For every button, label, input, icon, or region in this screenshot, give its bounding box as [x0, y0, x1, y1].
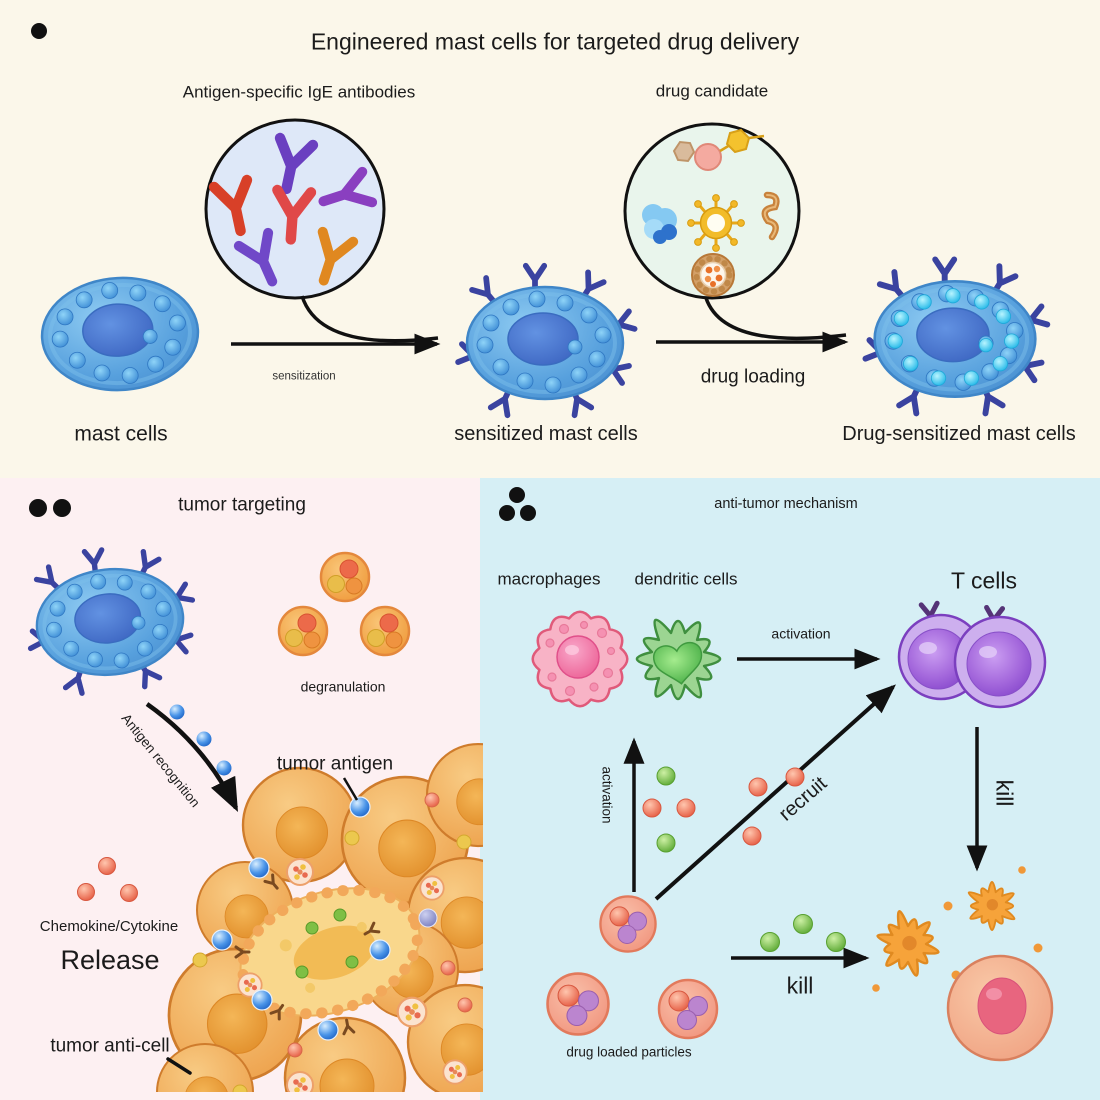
drug-candidate-icons: [642, 128, 780, 297]
macrophage-cell: [531, 610, 629, 708]
sensitized-mast-cell: [458, 266, 635, 415]
chemokine-dots: [77, 857, 138, 902]
tumor-targeting-title: tumor targeting: [178, 494, 306, 516]
ige-antibody-circle: [204, 118, 439, 343]
drug-circle-connector: [704, 297, 847, 341]
mast-cells-label: mast cells: [74, 422, 168, 446]
mediator-dots-kill: [760, 914, 846, 952]
protein-icon: [642, 204, 677, 244]
dendritic-cells-label: dendritic cells: [634, 569, 738, 589]
panel3-marker-dots: [499, 487, 536, 521]
tumor-surface-antigens: [211, 796, 438, 1041]
mediator-dots-left: [642, 766, 696, 853]
figure-title: Engineered mast cells for targeted drug …: [310, 28, 800, 55]
kill-vertical-label: kill: [991, 779, 1018, 807]
peptide-icon: [761, 191, 780, 241]
antigen-dots: [169, 704, 232, 776]
drug-sensitized-mast-cells-label: Drug-sensitized mast cells: [842, 423, 1076, 445]
mediator-dots-recruit: [742, 767, 805, 846]
panel1-marker-dot: [31, 23, 47, 39]
ige-circle-connector: [300, 295, 439, 343]
activation-label: activation: [771, 625, 831, 642]
t-cells-label: T cells: [950, 567, 1018, 594]
recruit-arrow: [654, 684, 896, 901]
t-cell-2: [953, 615, 1047, 709]
nanoparticle-icon: [691, 253, 735, 297]
kill-horizontal-label: kill: [786, 972, 814, 999]
drug-loaded-particles-label: drug loaded particles: [566, 1044, 692, 1060]
anti-tumor-mechanism-title: anti-tumor mechanism: [714, 496, 858, 513]
chemokine-label: Chemokine/Cytokine: [39, 917, 179, 935]
tumor-antigen-label: tumor antigen: [276, 753, 394, 775]
dying-tumor-cell: [946, 954, 1054, 1062]
sensitized-mast-cell-left: [21, 541, 201, 698]
drug-circle-label: drug candidate: [655, 81, 769, 101]
mast-cell: [39, 274, 201, 394]
drug-sensitized-mast-cell: [865, 259, 1047, 413]
tumor-scattered-dots: [192, 792, 473, 1092]
tumor-mass: [155, 742, 483, 1092]
tumor-anti-cell-label: tumor anti-cell: [50, 1035, 170, 1057]
t-cells: [897, 603, 1047, 709]
degranulation-label: degranulation: [300, 678, 386, 695]
panel2-marker-dots: [29, 499, 71, 517]
release-label: Release: [60, 945, 160, 976]
drug-loaded-particles: [546, 895, 719, 1040]
small-molecule-icon: [672, 128, 765, 171]
drug-candidate-circle: [623, 122, 847, 341]
degranulated-cell-contents: [295, 908, 359, 979]
virus-particle-icon: [687, 194, 745, 252]
drug-loading-label: drug loading: [700, 366, 806, 388]
degranulation-granules: [277, 551, 411, 657]
dendritic-cell: [635, 618, 722, 701]
degranulated-mast-cell: [237, 884, 423, 1020]
sensitization-label: sensitization: [272, 370, 336, 383]
macrophages-label: macrophages: [497, 569, 601, 589]
drug-granules: [887, 288, 1020, 386]
antigen-recognition-arrow: [145, 702, 239, 813]
tumor-anti-cell-pointer: [166, 1057, 192, 1075]
tumor-antigen-pointer: [342, 777, 359, 801]
ige-circle-label: Antigen-specific IgE antibodies: [182, 82, 416, 102]
activation-vertical-label: activation: [599, 766, 615, 824]
sensitized-mast-cells-label: sensitized mast cells: [454, 423, 638, 445]
